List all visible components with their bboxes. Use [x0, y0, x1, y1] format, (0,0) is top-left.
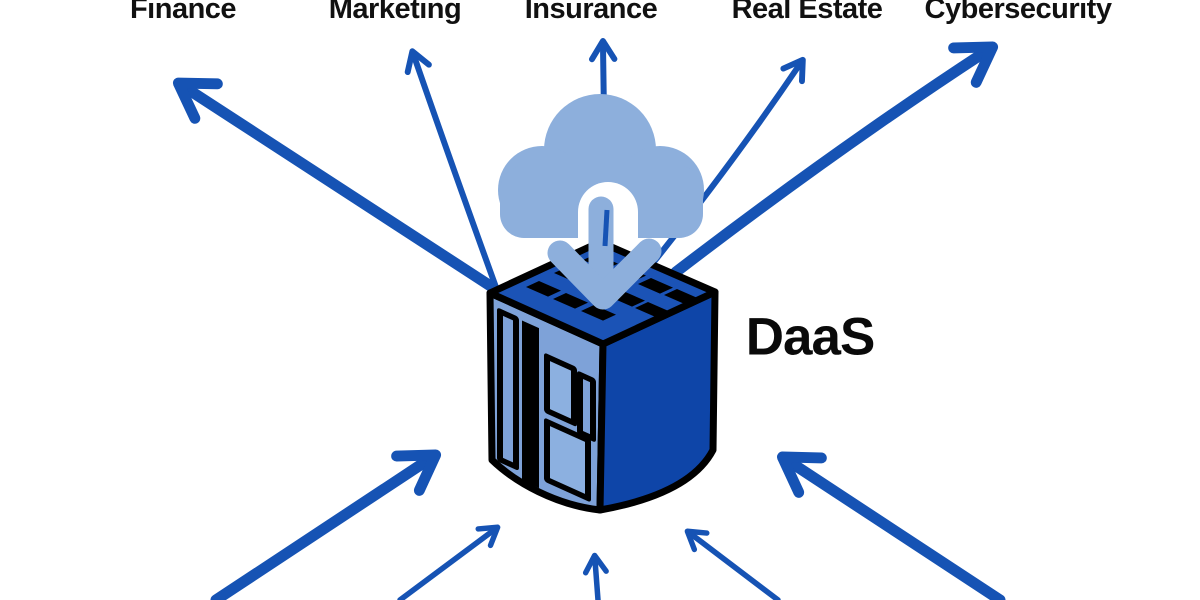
download-arrow-chevron	[547, 238, 662, 310]
arrow-from-bottom-center	[582, 552, 609, 600]
arrow-from-bottom-right	[776, 451, 1006, 600]
daas-caption: DaaS	[745, 307, 876, 367]
label-cybersecurity: Cybersecurity	[924, 0, 1112, 25]
panel-large-card	[544, 418, 591, 502]
cloud-download-arrow	[547, 196, 662, 310]
label-finance: Finance	[129, 0, 237, 25]
arrow-from-bottom-midleft	[397, 524, 501, 600]
label-real-estate: Real Estate	[731, 0, 883, 25]
arrow-insurance-arch-segment	[602, 209, 610, 247]
panel-black-bar	[522, 320, 539, 489]
inbound-data-source-arrows	[210, 449, 1006, 600]
panel-slot-outline	[497, 308, 519, 471]
arrow-to-cybersecurity	[670, 41, 999, 278]
arrow-from-bottom-midright	[684, 528, 781, 600]
cube-front-panels	[497, 308, 596, 502]
server-cube-icon	[486, 238, 719, 514]
panel-small-card	[544, 353, 577, 427]
cube-right-face	[596, 288, 719, 514]
arrow-from-bottom-left	[210, 449, 442, 600]
label-insurance: Insurance	[524, 0, 658, 25]
panel-thin-slot	[577, 371, 596, 442]
label-marketing: Marketing	[328, 0, 462, 25]
arrow-to-finance	[172, 77, 498, 293]
arrow-to-marketing	[404, 48, 500, 293]
